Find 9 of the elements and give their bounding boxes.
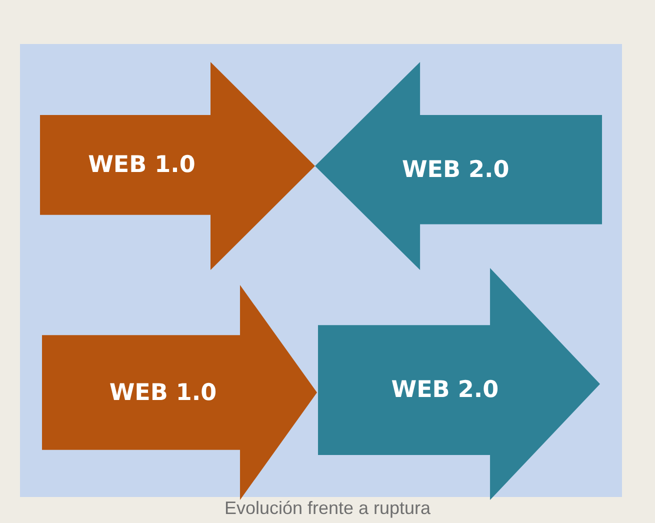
banner-label: WEB 1.0 bbox=[88, 152, 196, 178]
banner-label: WEB 2.0 bbox=[391, 377, 499, 404]
pointed-banner bbox=[40, 62, 315, 270]
pointed-banner bbox=[315, 62, 602, 270]
caption: Evolución frente a ruptura bbox=[223, 498, 432, 519]
pointed-banner bbox=[42, 285, 317, 500]
pointed-banner bbox=[318, 268, 600, 500]
banner-label: WEB 2.0 bbox=[402, 156, 510, 183]
banner-label: WEB 1.0 bbox=[109, 380, 217, 406]
